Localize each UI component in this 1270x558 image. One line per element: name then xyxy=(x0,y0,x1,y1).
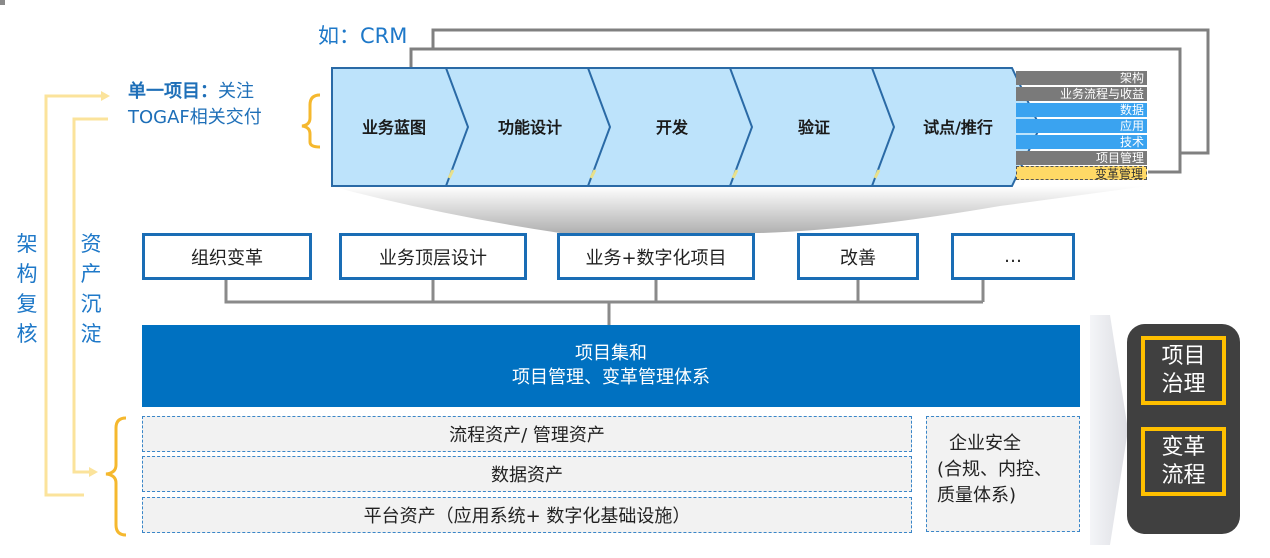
asset-process-management: 流程资产/ 管理资产 xyxy=(142,416,912,452)
portfolio-line1: 项目集和 xyxy=(575,343,647,364)
stack-architecture: 架构 xyxy=(1016,71,1147,85)
char: 核 xyxy=(16,322,38,346)
char: 产 xyxy=(80,262,102,286)
initiative-more: … xyxy=(951,233,1075,280)
phase-chevrons xyxy=(331,67,1042,187)
single-project-bold: 单一项目： xyxy=(128,81,218,102)
initiative-improvement: 改善 xyxy=(797,233,919,280)
governance-panel: 项目 治理 变革 流程 xyxy=(1127,324,1240,534)
initiative-org-change: 组织变革 xyxy=(142,233,312,280)
char: 资 xyxy=(80,232,102,256)
stack-project-management: 项目管理 xyxy=(1016,151,1147,165)
outer-feedback-line xyxy=(431,28,1210,155)
stack-data: 数据 xyxy=(1016,103,1147,117)
funnel-shape xyxy=(330,186,1148,233)
single-project-rest: 关注 xyxy=(218,81,254,102)
security-line2: (合规、内控、 xyxy=(937,459,1053,480)
char: 构 xyxy=(16,262,38,286)
security-line1: 企业安全 xyxy=(949,433,1021,454)
top-brace xyxy=(301,93,321,149)
stack-technology: 技术 xyxy=(1016,135,1147,149)
gov-line: 项目 xyxy=(1161,343,1206,369)
phase-development: 开发 xyxy=(655,118,688,137)
example-crm-label: 如：CRM xyxy=(318,24,408,48)
char: 沉 xyxy=(80,292,102,316)
phase-validation: 验证 xyxy=(797,118,830,137)
togaf-deliverables-label: TOGAF相关交付 xyxy=(128,107,262,128)
arch-review-arrowhead xyxy=(101,91,110,101)
security-line3: 质量体系) xyxy=(937,485,1017,506)
initiative-business-top-design: 业务顶层设计 xyxy=(339,233,527,280)
stack-change-management: 变革管理 xyxy=(1016,166,1147,181)
change-process-box: 变革 流程 xyxy=(1141,427,1226,496)
asset-data: 数据资产 xyxy=(142,456,912,492)
inner-feedback-line xyxy=(409,47,1182,174)
char: 淀 xyxy=(80,322,102,346)
gov-line: 治理 xyxy=(1161,371,1206,397)
phase-pilot-rollout: 试点/推行 xyxy=(923,118,993,137)
phase-business-blueprint: 业务蓝图 xyxy=(361,118,426,137)
portfolio-management-bar: 项目集和 项目管理、变革管理体系 xyxy=(142,325,1080,407)
bottom-brace xyxy=(105,416,127,537)
single-project-label: 单一项目：关注 xyxy=(128,80,254,104)
char: 架 xyxy=(16,232,38,256)
stack-application: 应用 xyxy=(1016,119,1147,133)
asset-accum-arrowhead xyxy=(89,467,98,477)
initiative-business-digital-project: 业务+数字化项目 xyxy=(557,233,755,280)
architecture-review-label: 架 构 复 核 xyxy=(14,229,40,349)
asset-accumulation-label: 资 产 沉 淀 xyxy=(78,229,104,349)
portfolio-line2: 项目管理、变革管理体系 xyxy=(512,367,710,388)
initiative-connectors xyxy=(224,280,985,325)
stack-business-process: 业务流程与收益 xyxy=(1016,87,1147,101)
char: 复 xyxy=(16,292,38,316)
gov-line: 流程 xyxy=(1161,462,1206,488)
asset-accum-line xyxy=(72,117,108,474)
corner-mark xyxy=(0,0,5,5)
enterprise-security-box: 企业安全 (合规、内控、 质量体系) xyxy=(926,416,1080,532)
phase-function-design: 功能设计 xyxy=(497,118,562,137)
asset-platform: 平台资产（应用系统+ 数字化基础设施） xyxy=(142,497,912,533)
project-governance-box: 项目 治理 xyxy=(1141,336,1226,405)
right-arrow-shape xyxy=(1090,315,1128,545)
arch-review-line xyxy=(44,94,102,497)
gov-line: 变革 xyxy=(1161,434,1206,460)
